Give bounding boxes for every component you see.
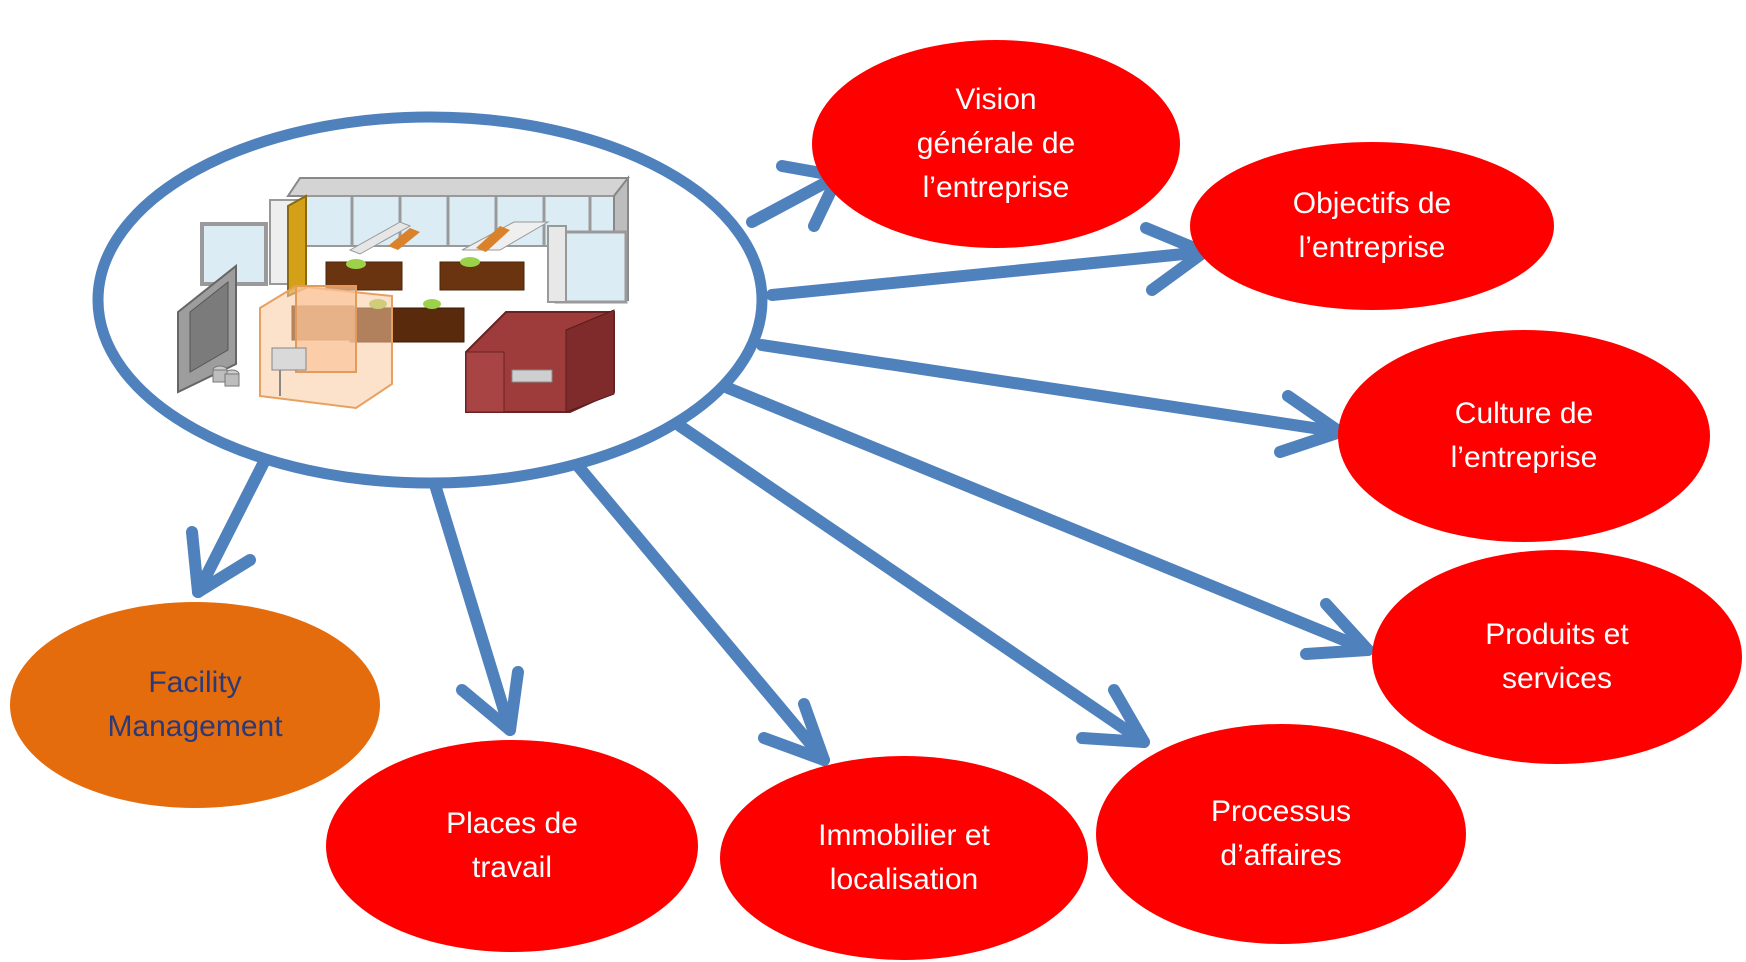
arrow-to-places	[430, 482, 524, 736]
arrow-to-immobilier	[572, 460, 830, 766]
arrow-to-facility	[186, 456, 270, 598]
node-objectifs: Objectifs de l’entreprise	[1190, 142, 1554, 310]
arrow-to-processus	[674, 420, 1150, 748]
node-vision: Vision générale de l’entreprise	[812, 40, 1180, 248]
node-immobilier: Immobilier et localisation	[720, 756, 1088, 960]
node-processus-label: Processus d’affaires	[1210, 795, 1352, 872]
node-produits-label: Produits et services	[1485, 618, 1629, 695]
connector-arrows	[186, 160, 1374, 766]
node-facility-label: Facility Management	[107, 666, 283, 743]
node-processus: Processus d’affaires	[1096, 724, 1466, 944]
node-immobilier-label: Immobilier et localisation	[818, 819, 990, 896]
office-floorplan-3d-icon	[177, 175, 631, 413]
node-culture: Culture de l’entreprise	[1338, 330, 1710, 542]
node-objectifs-label: Objectifs de l’entreprise	[1292, 187, 1452, 264]
arrow-to-produits	[722, 382, 1374, 660]
node-facility: Facility Management	[10, 602, 380, 808]
node-places-label: Places de travail	[446, 807, 578, 884]
node-produits: Produits et services	[1372, 550, 1742, 764]
node-places: Places de travail	[326, 740, 698, 952]
node-culture-label: Culture de l’entreprise	[1450, 397, 1598, 474]
node-vision-label: Vision générale de l’entreprise	[916, 83, 1076, 204]
